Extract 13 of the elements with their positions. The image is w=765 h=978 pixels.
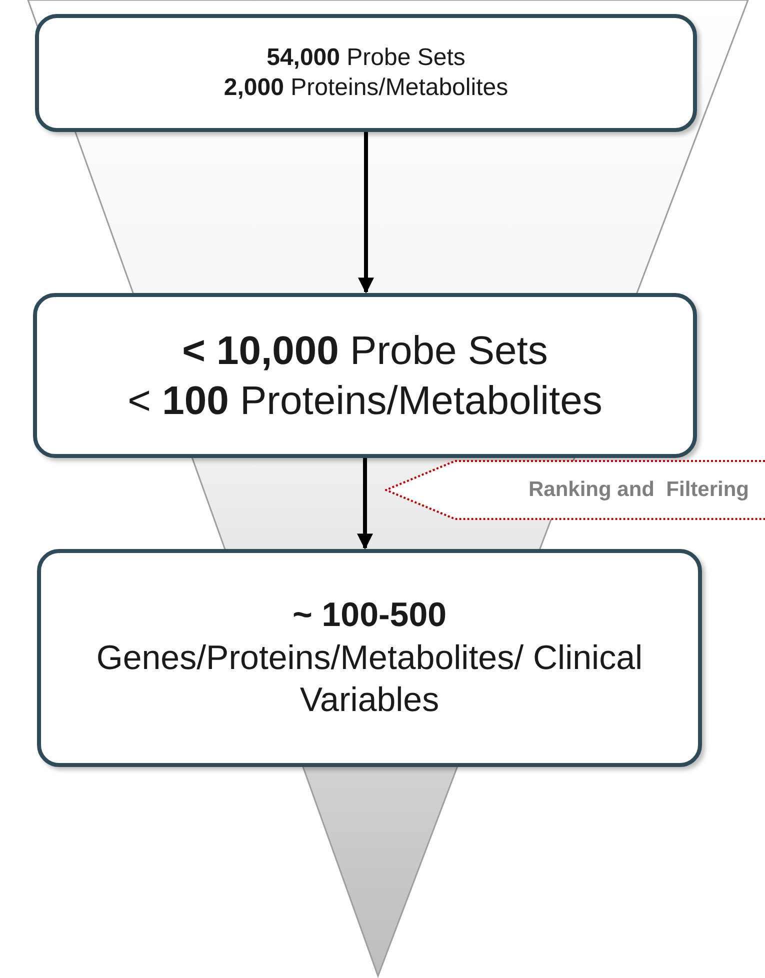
process-box (33, 293, 697, 458)
box-text: < 10,000 Probe Sets (182, 328, 548, 374)
callout-text: Ranking and Filtering (528, 477, 749, 504)
box-text: 54,000 Probe Sets (266, 43, 466, 73)
box-text: 2,000 Proteins/Metabolites (224, 73, 508, 103)
process-box (37, 549, 702, 767)
callout-shape (385, 460, 765, 520)
box-text: ~ 100-500 (292, 595, 447, 636)
arrow (358, 132, 374, 294)
process-box (35, 14, 697, 132)
arrow (357, 458, 373, 550)
box-text: < 100 Proteins/Metabolites (128, 378, 602, 424)
box-text: Genes/Proteins/Metabolites/ Clinical Variables (95, 638, 644, 722)
